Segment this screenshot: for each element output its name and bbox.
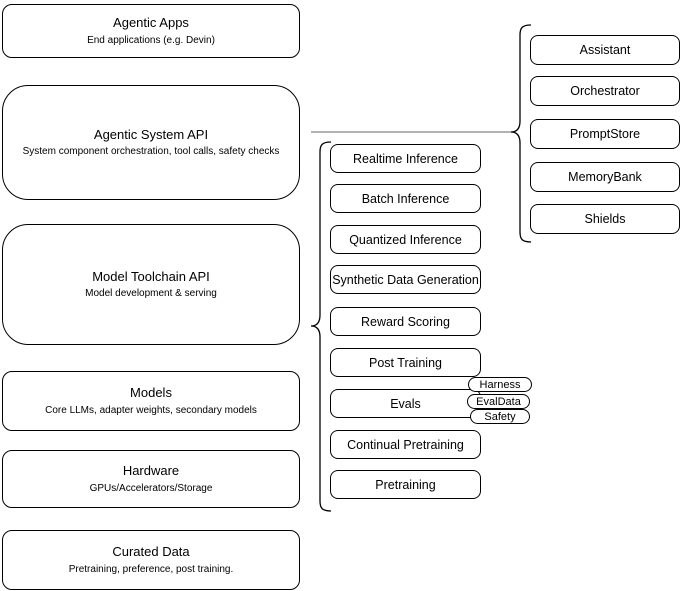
system-item-assistant: Assistant [530,35,680,65]
toolchain-item-quantized-inference: Quantized Inference [330,225,481,254]
toolchain-item-post-training: Post Training [330,348,481,377]
node-subtitle: Pretraining, preference, post training. [68,563,234,575]
toolchain-item-realtime-inference: Realtime Inference [330,144,481,173]
system-item-shields: Shields [530,204,680,234]
system-item-orchestrator: Orchestrator [530,76,680,106]
node-model-toolchain-api: Model Toolchain API Model development & … [2,224,300,345]
eval-tag-harness: Harness [468,377,532,392]
node-title: Hardware [122,463,180,479]
eval-tag-safety: Safety [470,409,530,424]
node-subtitle: System component orchestration, tool cal… [22,146,280,158]
node-title: Model Toolchain API [92,268,210,284]
system-item-promptstore: PromptStore [530,119,680,149]
node-title: Curated Data [112,544,190,560]
node-curated-data: Curated Data Pretraining, preference, po… [2,530,300,590]
node-title: Agentic Apps [113,15,189,31]
eval-tag-evaldata: EvalData [467,394,530,409]
node-agentic-apps: Agentic Apps End applications (e.g. Devi… [2,4,300,58]
node-title: Agentic System API [93,126,209,142]
toolchain-item-synthetic-data-generation: Synthetic Data Generation [330,265,481,294]
node-subtitle: End applications (e.g. Devin) [87,34,215,46]
node-subtitle: Core LLMs, adapter weights, secondary mo… [45,404,257,416]
toolchain-item-pretraining: Pretraining [330,470,481,499]
toolchain-item-reward-scoring: Reward Scoring [330,307,481,336]
system-components-brace [510,24,532,243]
toolchain-item-evals: Evals [330,389,481,418]
toolchain-brace [310,141,332,512]
node-subtitle: Model development & serving [85,288,217,300]
system-item-memorybank: MemoryBank [530,162,680,192]
node-hardware: Hardware GPUs/Accelerators/Storage [2,450,300,508]
node-title: Models [130,385,172,401]
node-subtitle: GPUs/Accelerators/Storage [89,482,213,494]
node-agentic-system-api: Agentic System API System component orch… [2,85,300,200]
toolchain-item-continual-pretraining: Continual Pretraining [330,430,481,459]
toolchain-item-batch-inference: Batch Inference [330,184,481,213]
node-models: Models Core LLMs, adapter weights, secon… [2,371,300,431]
